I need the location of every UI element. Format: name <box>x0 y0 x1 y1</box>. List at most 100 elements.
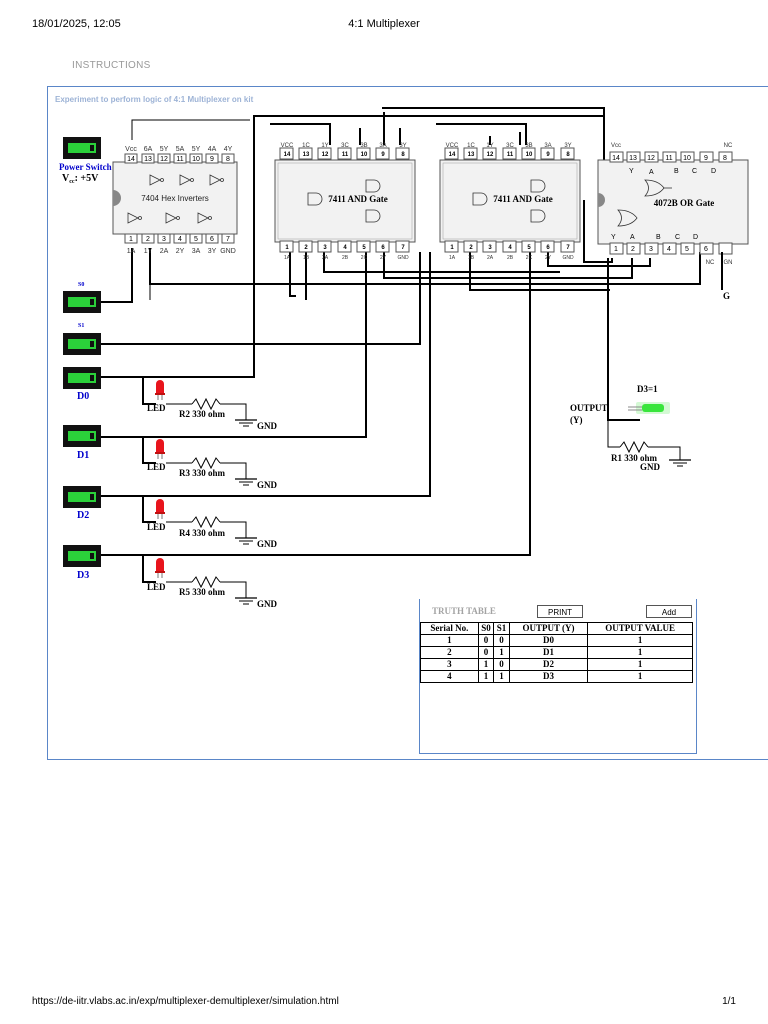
svg-text:3B: 3B <box>360 143 367 149</box>
svg-text:3Y: 3Y <box>564 143 571 149</box>
svg-text:Y: Y <box>611 234 616 241</box>
svg-text:GND: GND <box>257 421 278 431</box>
s1-label: S1 <box>78 323 84 329</box>
svg-text:GND: GND <box>220 248 236 255</box>
svg-text:12: 12 <box>322 152 329 158</box>
d2-switch[interactable] <box>63 486 101 508</box>
d0-switch[interactable] <box>63 367 101 389</box>
svg-text:2A: 2A <box>487 255 494 261</box>
svg-text:3: 3 <box>649 246 653 253</box>
svg-text:1Y: 1Y <box>144 248 153 255</box>
svg-text:2Y: 2Y <box>176 248 185 255</box>
print-datetime: 18/01/2025, 12:05 <box>32 18 121 30</box>
svg-text:R5 330 ohm: R5 330 ohm <box>179 587 226 597</box>
svg-text:4: 4 <box>343 245 347 251</box>
svg-text:3: 3 <box>323 245 327 251</box>
svg-text:1B: 1B <box>468 255 475 261</box>
svg-text:4: 4 <box>667 246 671 253</box>
svg-text:8: 8 <box>723 155 727 162</box>
s0-label: S0 <box>78 282 84 288</box>
led-d2-circuit: LED R4 330 ohm GND <box>142 496 278 549</box>
svg-text:B: B <box>674 168 679 175</box>
svg-text:10: 10 <box>192 156 200 163</box>
power-switch[interactable] <box>63 137 101 159</box>
svg-text:2C: 2C <box>526 255 533 261</box>
svg-text:A: A <box>630 234 635 241</box>
svg-text:C: C <box>692 168 697 175</box>
led-d3-circuit: LED R5 330 ohm GND <box>142 555 278 609</box>
ic-7411-b-name: 7411 AND Gate <box>493 194 553 204</box>
table-row: 4 1 1 D3 1 <box>420 670 693 683</box>
svg-text:3C: 3C <box>341 143 349 149</box>
print-button[interactable]: PRINT <box>537 605 583 618</box>
s0-switch[interactable] <box>63 291 101 313</box>
svg-text:1: 1 <box>450 245 454 251</box>
svg-text:1C: 1C <box>302 143 310 149</box>
svg-text:3B: 3B <box>525 143 532 149</box>
power-switch-label: Power Switch <box>59 162 112 172</box>
d3-label: D3 <box>77 570 89 581</box>
col-s0: S0 <box>477 622 495 635</box>
output-status: D3=1 <box>637 384 658 394</box>
svg-text:6: 6 <box>546 245 550 251</box>
svg-text:7: 7 <box>401 245 405 251</box>
svg-text:NC: NC <box>706 260 715 266</box>
svg-text:(Y): (Y) <box>570 415 583 425</box>
svg-text:6: 6 <box>381 245 385 251</box>
svg-text:NC: NC <box>724 143 733 149</box>
led-d1-circuit: LED R3 330 ohm GND <box>142 437 278 490</box>
col-output-value: OUTPUT VALUE <box>587 622 693 635</box>
svg-text:13: 13 <box>468 152 475 158</box>
svg-text:2C: 2C <box>361 255 368 261</box>
svg-text:1A: 1A <box>284 255 291 261</box>
svg-text:2B: 2B <box>342 255 349 261</box>
d1-switch[interactable] <box>63 425 101 447</box>
svg-text:6: 6 <box>704 246 708 253</box>
svg-text:7: 7 <box>566 245 570 251</box>
svg-text:13: 13 <box>629 155 637 162</box>
svg-text:LED: LED <box>147 403 166 413</box>
svg-text:5: 5 <box>362 245 366 251</box>
svg-text:1B: 1B <box>303 255 310 261</box>
add-button[interactable]: Add <box>646 605 692 618</box>
svg-text:5A: 5A <box>176 146 185 153</box>
svg-text:5: 5 <box>527 245 531 251</box>
svg-text:LED: LED <box>147 462 166 472</box>
svg-text:3: 3 <box>488 245 492 251</box>
svg-text:3A: 3A <box>544 143 551 149</box>
svg-text:GN: GN <box>724 260 733 266</box>
svg-text:12: 12 <box>487 152 494 158</box>
svg-text:5Y: 5Y <box>160 146 169 153</box>
svg-text:7: 7 <box>226 236 230 243</box>
instructions-link[interactable]: INSTRUCTIONS <box>72 60 151 71</box>
svg-text:1Y: 1Y <box>321 143 328 149</box>
d3-switch[interactable] <box>63 545 101 567</box>
truth-table: Serial No. S0 S1 OUTPUT (Y) OUTPUT VALUE… <box>420 622 693 683</box>
svg-text:LED: LED <box>147 582 166 592</box>
led-d2 <box>154 498 166 520</box>
s1-switch[interactable] <box>63 333 101 355</box>
svg-text:R4 330 ohm: R4 330 ohm <box>179 528 226 538</box>
svg-text:9: 9 <box>546 152 550 158</box>
svg-text:2A: 2A <box>322 255 329 261</box>
svg-text:8: 8 <box>226 156 230 163</box>
page-number: 1/1 <box>722 996 736 1007</box>
svg-text:R2 330 ohm: R2 330 ohm <box>179 409 226 419</box>
svg-text:1: 1 <box>614 246 618 253</box>
svg-text:R1 330 ohm: R1 330 ohm <box>611 453 658 463</box>
svg-text:A: A <box>649 169 654 176</box>
table-row: 1 0 0 D0 1 <box>420 634 693 647</box>
svg-text:R3 330 ohm: R3 330 ohm <box>179 468 226 478</box>
svg-text:Vcc: Vcc <box>611 143 621 149</box>
experiment-title: Experiment to perform logic of 4:1 Multi… <box>55 95 254 104</box>
svg-text:1: 1 <box>285 245 289 251</box>
svg-text:13: 13 <box>144 156 152 163</box>
svg-text:5: 5 <box>194 236 198 243</box>
svg-text:LED: LED <box>147 522 166 532</box>
svg-text:6A: 6A <box>144 146 153 153</box>
svg-text:3Y: 3Y <box>399 143 406 149</box>
svg-text:D: D <box>711 168 716 175</box>
svg-text:Y: Y <box>629 168 634 175</box>
led-d1 <box>154 438 166 460</box>
